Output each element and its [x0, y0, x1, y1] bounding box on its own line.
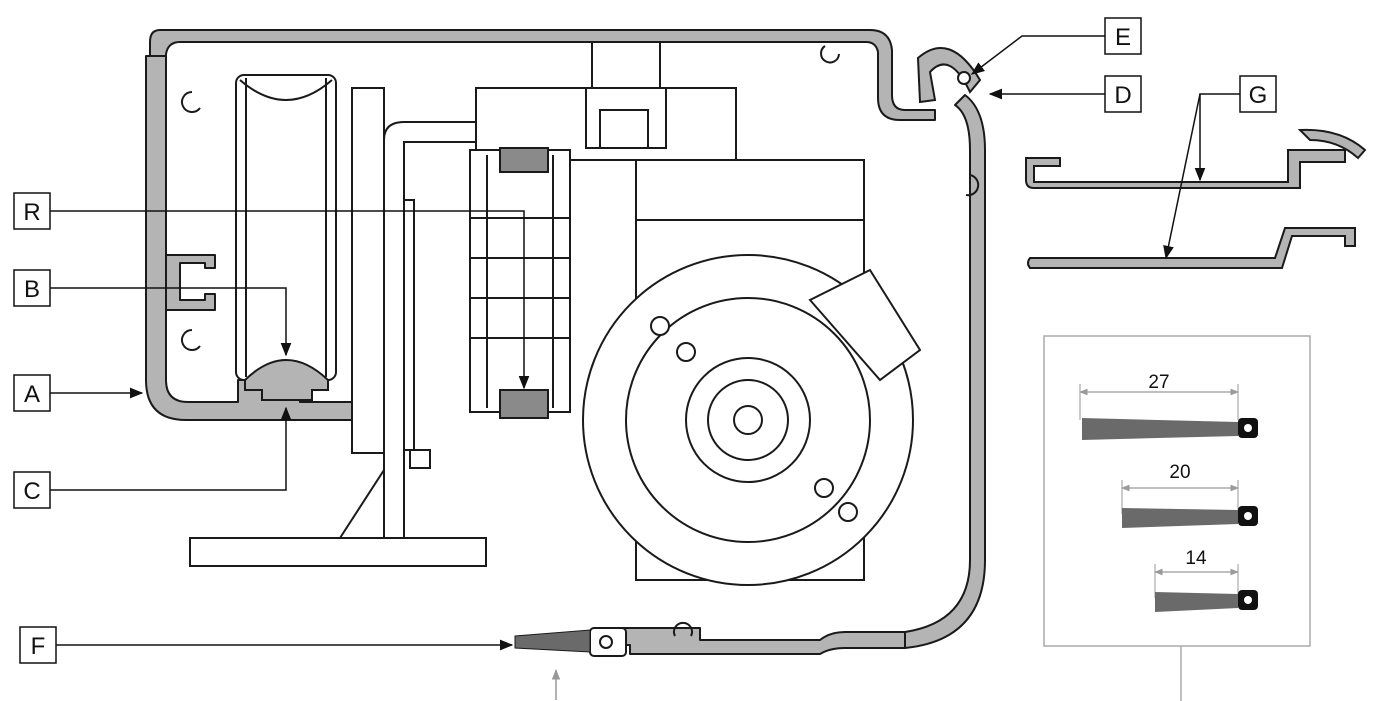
mounting-bracket	[189, 87, 571, 567]
svg-text:D: D	[1114, 82, 1131, 109]
callout-g: G	[1163, 75, 1277, 260]
housing-profile	[145, 29, 986, 655]
svg-text:B: B	[24, 276, 40, 303]
svg-text:F: F	[31, 633, 46, 660]
svg-text:G: G	[1249, 82, 1268, 109]
callout-r: R	[13, 192, 530, 390]
svg-text:R: R	[23, 199, 40, 226]
brush-14: 14	[1154, 548, 1258, 612]
housing-hooks	[181, 45, 980, 637]
callout-e: E	[970, 17, 1142, 75]
callout-f: F	[19, 626, 514, 664]
callout-c: C	[13, 406, 292, 509]
brush-size-20-label: 20	[1169, 462, 1190, 483]
drive-bottom-brush	[514, 627, 627, 657]
brush-size-27-label: 27	[1148, 372, 1169, 393]
brush-size-14-label: 14	[1185, 548, 1207, 569]
callout-b: B	[13, 269, 292, 357]
brush-20: 20	[1121, 462, 1258, 528]
guide-wheel	[235, 74, 337, 401]
callout-d: D	[988, 75, 1142, 113]
drive-unit	[469, 87, 922, 586]
svg-text:A: A	[24, 381, 40, 408]
brush-27: 27	[1079, 372, 1258, 440]
svg-text:E: E	[1115, 24, 1131, 51]
corner-seal-e	[916, 47, 982, 104]
callout-a: A	[13, 374, 144, 412]
svg-text:C: C	[23, 478, 40, 505]
profiles-g	[1025, 128, 1367, 269]
